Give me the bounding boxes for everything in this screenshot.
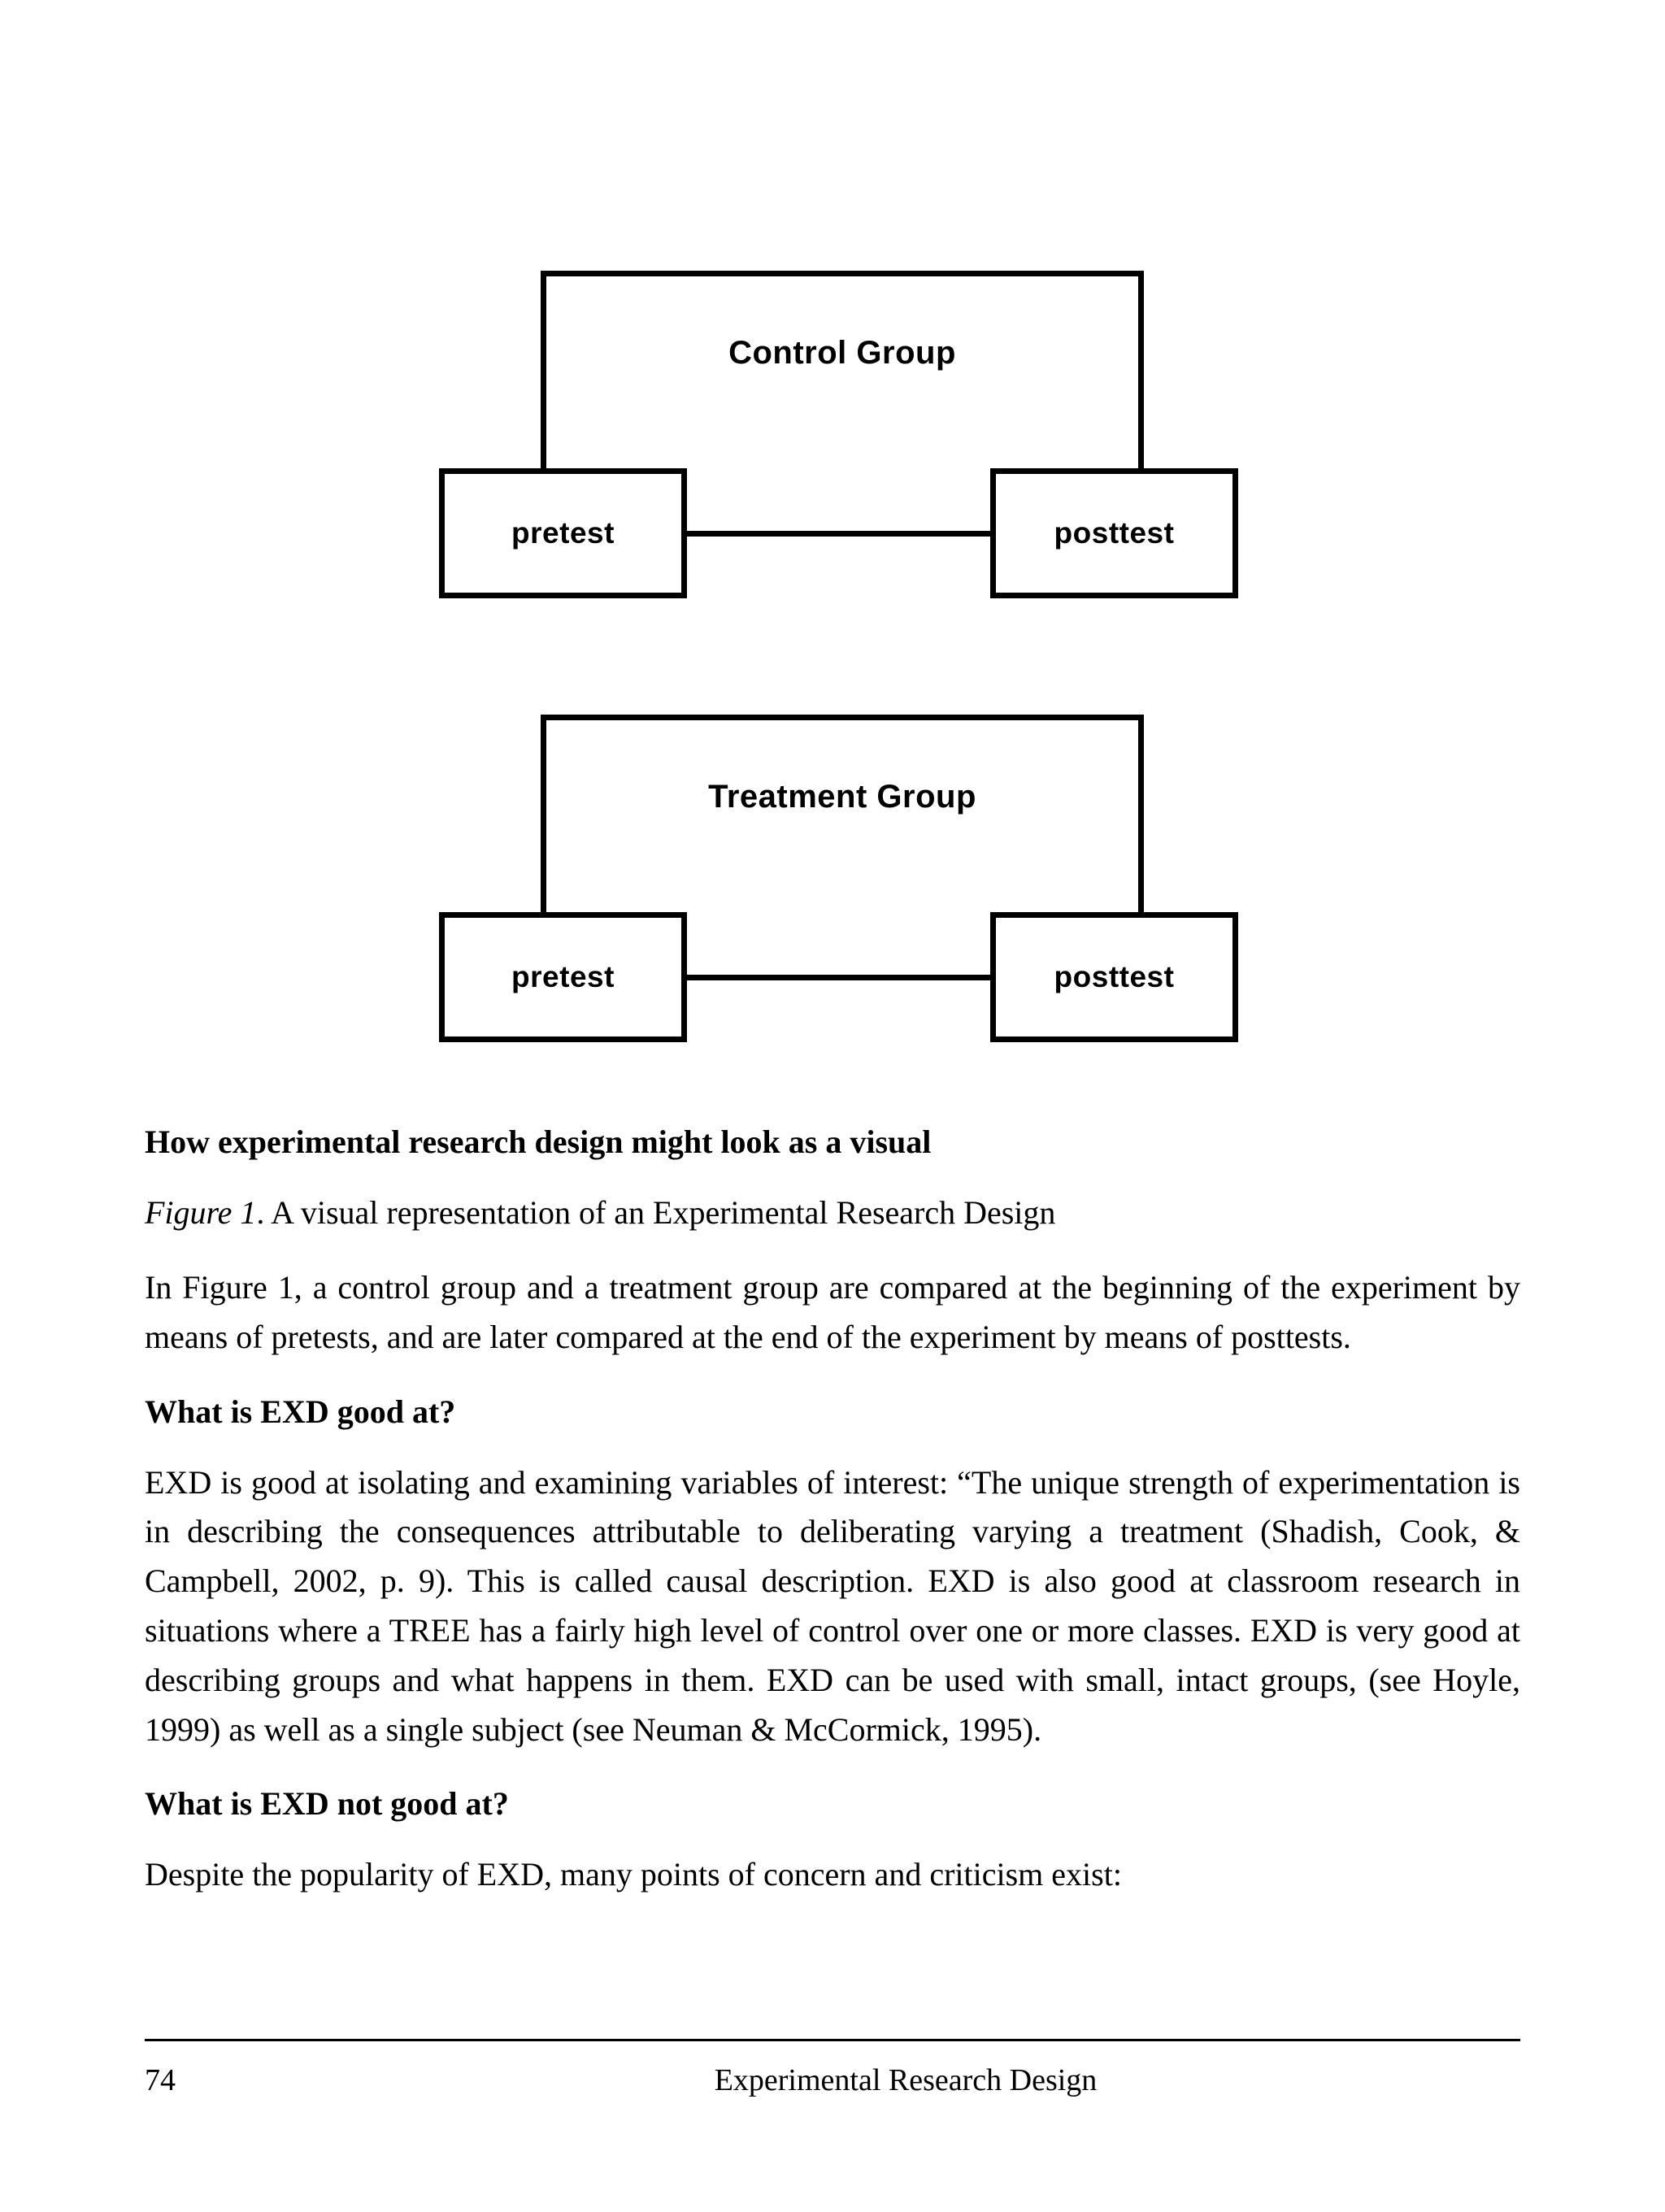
paragraph-exd-good-at: EXD is good at isolating and examining v… xyxy=(145,1463,1520,1748)
paragraph-figure-description: In Figure 1, a control group and a treat… xyxy=(145,1269,1520,1355)
page-footer: 74 Experimental Research Design xyxy=(145,2039,1520,2105)
figure-caption-label: Figure 1 xyxy=(145,1194,257,1231)
figure-caption: Figure 1. A visual representation of an … xyxy=(145,1189,1520,1237)
group-bracket-treatment: Treatment Group xyxy=(541,715,1144,915)
group-bracket-control: Control Group xyxy=(541,271,1144,472)
footer-divider xyxy=(145,2039,1520,2041)
connector-line-treatment xyxy=(683,975,994,980)
pretest-box-control: pretest xyxy=(439,468,687,598)
heading-visual: How experimental research design might l… xyxy=(145,1123,932,1160)
group-label-control: Control Group xyxy=(728,335,956,371)
footer-page-number: 74 xyxy=(145,2063,176,2097)
heading-exd-good-at: What is EXD good at? xyxy=(145,1393,456,1430)
figure-caption-text: . A visual representation of an Experime… xyxy=(256,1194,1056,1231)
pretest-box-treatment: pretest xyxy=(439,912,687,1042)
pretest-label-control: pretest xyxy=(511,516,615,550)
group-label-treatment: Treatment Group xyxy=(708,779,976,815)
footer-running-title: Experimental Research Design xyxy=(714,2063,1098,2097)
paragraph-exd-not-good-at: Despite the popularity of EXD, many poin… xyxy=(145,1856,1122,1893)
posttest-label-treatment: posttest xyxy=(1054,960,1175,993)
posttest-box-treatment: posttest xyxy=(990,912,1238,1042)
figure-1-diagram: Control Group pretest posttest Treatment… xyxy=(0,0,1665,1081)
document-body: How experimental research design might l… xyxy=(145,1120,1520,1924)
footer-row: 74 Experimental Research Design xyxy=(145,2062,1520,2105)
pretest-label-treatment: pretest xyxy=(511,960,615,993)
posttest-label-control: posttest xyxy=(1054,516,1175,550)
heading-exd-not-good-at: What is EXD not good at? xyxy=(145,1785,509,1823)
connector-line-control xyxy=(683,531,994,537)
posttest-box-control: posttest xyxy=(990,468,1238,598)
